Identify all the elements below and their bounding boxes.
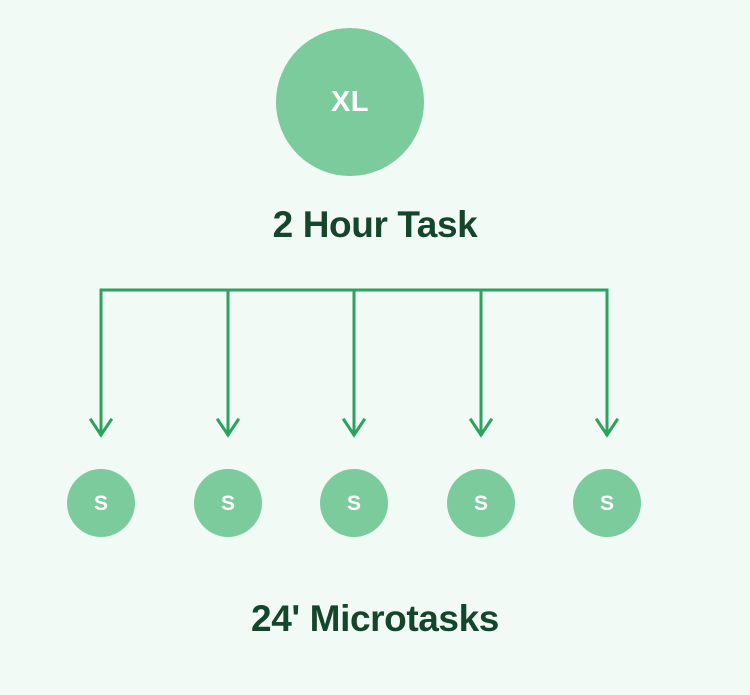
child-size-badge-3: S: [346, 491, 361, 515]
child-task-node-3[interactable]: S: [320, 469, 388, 537]
arrowhead-icon-1: [88, 417, 114, 438]
parent-size-badge: XL: [330, 85, 370, 118]
child-task-node-2[interactable]: S: [194, 469, 262, 537]
arrowhead-icon-5: [594, 417, 620, 438]
child-size-badge-1: S: [93, 491, 108, 515]
children-tasks-title: 24' Microtasks: [251, 598, 499, 639]
child-size-badge-2: S: [220, 491, 235, 515]
arrowhead-icon-3: [341, 417, 367, 438]
arrowhead-icon-2: [215, 417, 241, 438]
child-task-node-1[interactable]: S: [67, 469, 135, 537]
child-task-node-4[interactable]: S: [447, 469, 515, 537]
arrowhead-icon-4: [468, 417, 494, 438]
child-task-node-5[interactable]: S: [573, 469, 641, 537]
parent-task-title: 2 Hour Task: [272, 204, 478, 245]
child-size-badge-5: S: [599, 491, 614, 515]
parent-task-node[interactable]: XL: [276, 28, 424, 176]
child-size-badge-4: S: [473, 491, 488, 515]
